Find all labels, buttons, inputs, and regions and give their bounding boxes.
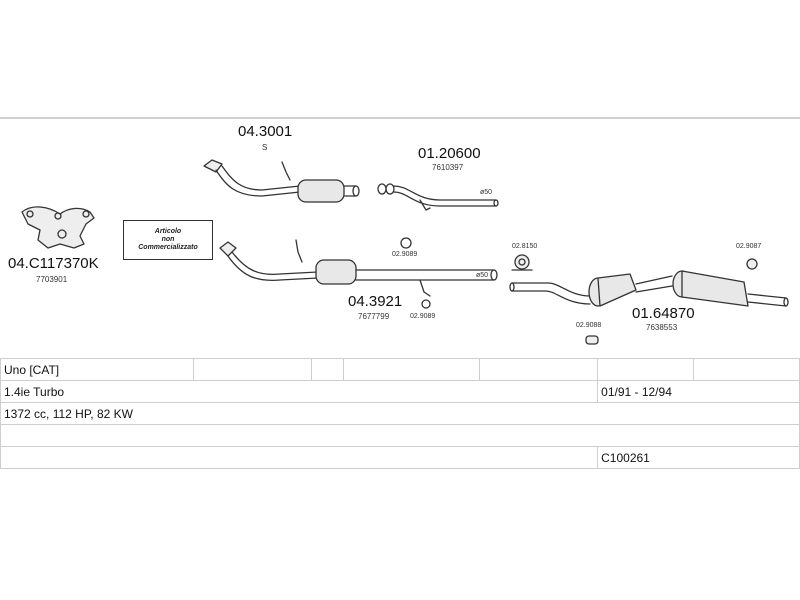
- catalog-code: C100261: [597, 446, 800, 469]
- front-pipe-diameter: ø50: [480, 189, 493, 196]
- notice-line-2: non: [161, 235, 175, 243]
- gasket-a-code: 02.9089: [392, 251, 418, 258]
- downpipe-cat-b-code: 04.3921: [348, 293, 403, 310]
- downpipe-cat-b-part[interactable]: [219, 239, 498, 297]
- hanger-c-part[interactable]: [746, 258, 758, 270]
- downpipe-cat-a-code: 04.3001: [238, 123, 293, 140]
- vehicle-engine: 1.4ie Turbo: [0, 380, 599, 403]
- table-row: 1.4ie Turbo 01/91 - 12/94: [0, 380, 800, 403]
- not-commercialized-notice: Articolo non Commercializzato: [123, 220, 213, 260]
- gasket-b-code: 02.9089: [410, 313, 436, 320]
- manifold-part[interactable]: [21, 206, 95, 249]
- vehicle-info-table: Uno [CAT] 1.4ie Turbo 01/91 - 12/94 1372…: [0, 358, 800, 469]
- vehicle-model: Uno [CAT]: [0, 358, 194, 381]
- manifold-ref: 7703901: [36, 275, 68, 284]
- notice-line-1: Articolo: [154, 227, 182, 235]
- vehicle-years: 01/91 - 12/94: [597, 380, 800, 403]
- gasket-a-part[interactable]: [400, 237, 412, 249]
- front-pipe-code: 01.20600: [418, 145, 481, 162]
- front-pipe-part[interactable]: [377, 183, 499, 211]
- hanger-c-code: 02.9087: [736, 243, 762, 250]
- table-row: [0, 424, 800, 447]
- downpipe-cat-a-part[interactable]: [203, 159, 360, 203]
- downpipe-cat-a-suffix: S: [262, 143, 268, 152]
- table-row: 1372 cc, 112 HP, 82 KW: [0, 402, 800, 425]
- hanger-b-code: 02.9088: [576, 322, 602, 329]
- rear-pipe-part[interactable]: [509, 273, 673, 307]
- hanger-b-part[interactable]: [585, 335, 599, 345]
- hanger-a-code: 02.8150: [512, 243, 538, 250]
- rear-silencer-part[interactable]: [672, 270, 789, 307]
- rear-silencer-ref: 7638553: [646, 323, 678, 332]
- top-border: [0, 117, 800, 119]
- gasket-b-part[interactable]: [421, 299, 431, 309]
- downpipe-cat-b-diameter: ø50: [476, 272, 489, 279]
- vehicle-specs: 1372 cc, 112 HP, 82 KW: [0, 402, 800, 425]
- rear-silencer-code: 01.64870: [632, 305, 695, 322]
- table-row: C100261: [0, 446, 800, 469]
- front-pipe-ref: 7610397: [432, 163, 464, 172]
- table-row: Uno [CAT]: [0, 358, 800, 381]
- manifold-code: 04.C117370K: [8, 255, 99, 272]
- downpipe-cat-b-ref: 7677799: [358, 312, 390, 321]
- hanger-a-part[interactable]: [511, 254, 533, 271]
- notice-line-3: Commercializzato: [138, 244, 198, 252]
